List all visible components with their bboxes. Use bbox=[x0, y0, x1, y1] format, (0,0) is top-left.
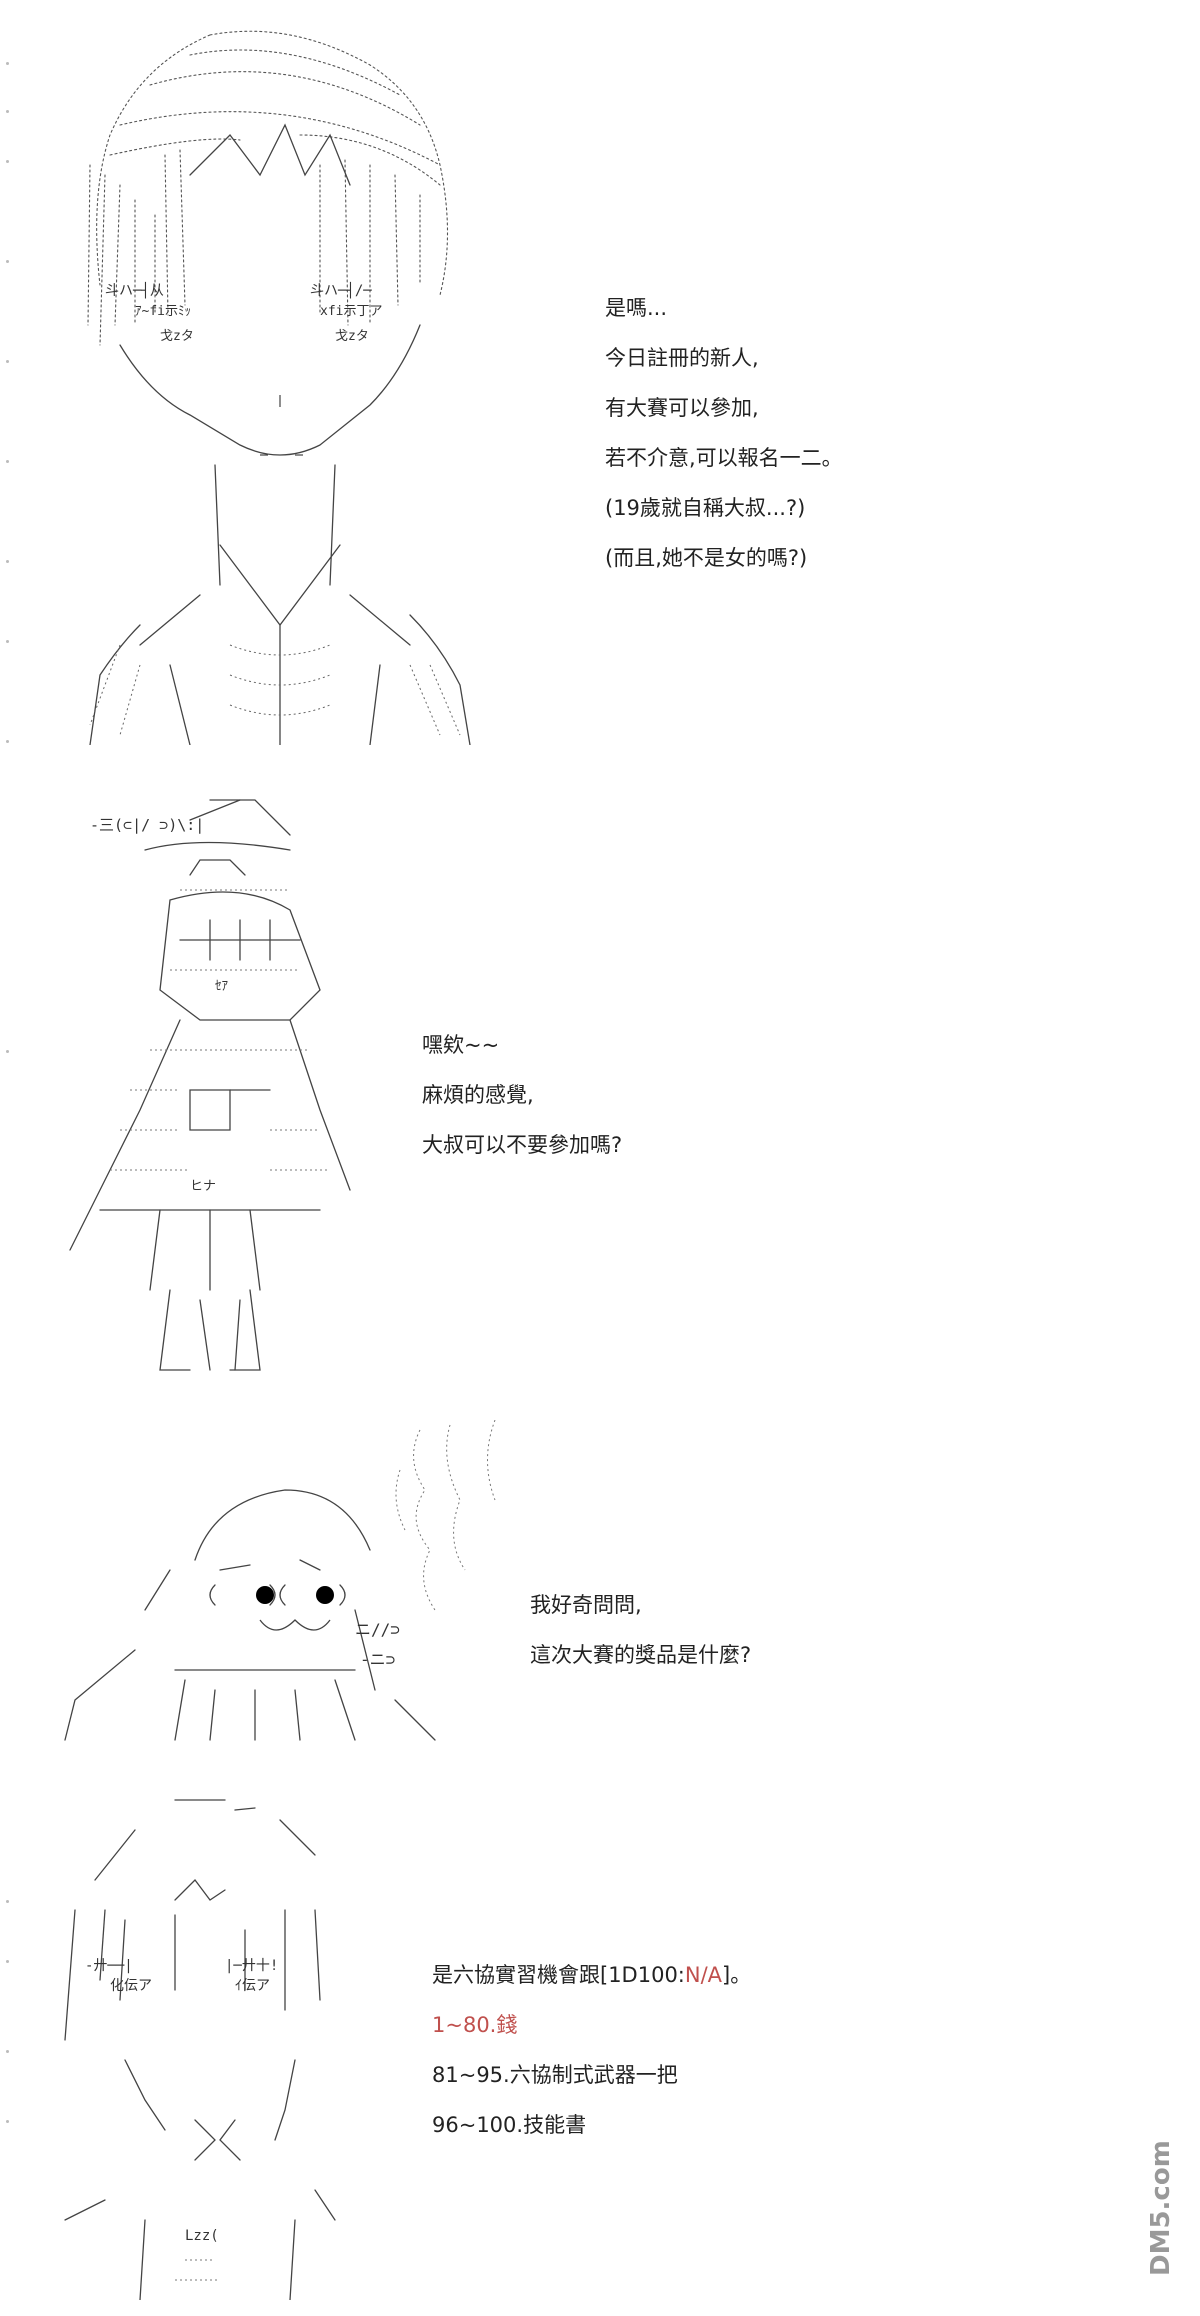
art-badge-label: ヒナ bbox=[190, 1179, 216, 1194]
left-eye bbox=[256, 1586, 274, 1604]
dialogue-line: 是嗎... bbox=[605, 296, 668, 320]
site-watermark: DM5.com bbox=[1136, 2086, 1196, 2286]
art-eye-left-label: -廾──| bbox=[85, 1958, 133, 1974]
art-lzz-label: Lzz( bbox=[185, 2228, 219, 2244]
margin-dot bbox=[6, 260, 9, 263]
margin-dot bbox=[6, 1960, 9, 1963]
ascii-art-character-girl: 斗ハ─┤从 斗ハ─┤/─ ｱ~fi示ﾐｯ xfi示丁ア 戈zタ 戈zタ bbox=[80, 25, 500, 745]
roll-result-value: N/A bbox=[684, 1963, 723, 1987]
dialogue-line-1: 是六協實習機會跟[1D100:N/A]。 bbox=[432, 1950, 751, 2000]
reward-line-weapon: 81~95.六協制式武器一把 bbox=[432, 2063, 678, 2087]
margin-dot bbox=[6, 1050, 9, 1053]
margin-dot bbox=[6, 62, 9, 65]
reward-line-money: 1~80.錢 bbox=[432, 2013, 518, 2037]
art-mouth-right: 戈zタ bbox=[335, 329, 369, 344]
ascii-art-blob-smoking: ニ//⊃ -ニ⊃ bbox=[55, 1420, 525, 1750]
margin-dot bbox=[6, 1900, 9, 1903]
dialogue-line: 大叔可以不要參加嗎? bbox=[422, 1133, 623, 1157]
art-hat-label: -三(⊂|/ ⊃)\:| bbox=[90, 816, 204, 834]
panel-1: 斗ハ─┤从 斗ハ─┤/─ ｱ~fi示ﾐｯ xfi示丁ア 戈zタ 戈zタ 是嗎..… bbox=[0, 0, 1200, 760]
margin-dot bbox=[6, 2050, 9, 2053]
right-eye bbox=[316, 1586, 334, 1604]
margin-dot bbox=[6, 460, 9, 463]
left-margin-markers bbox=[6, 0, 10, 2316]
margin-dot bbox=[6, 640, 9, 643]
dialogue-line: 有大賽可以參加, bbox=[605, 396, 759, 420]
panel-4: -廾──| |─廾十! 化伝ア ｲ伝ア Lzz( 是六協實習機會跟[1D100:… bbox=[0, 1780, 1200, 2316]
art-cheek-left-label: 化伝ア bbox=[110, 1978, 152, 1994]
dialogue-line: 若不介意,可以報名一二。 bbox=[605, 446, 843, 470]
art-eye-label: ｾｱ bbox=[215, 979, 229, 994]
ascii-art-character-bob: -廾──| |─廾十! 化伝ア ｲ伝ア Lzz( bbox=[45, 1780, 365, 2300]
dialogue-line: 我好奇問問, bbox=[530, 1593, 642, 1617]
art-eye-right-detail: xfi示丁ア bbox=[320, 304, 382, 319]
art-eye-right-label: 斗ハ─┤/─ bbox=[310, 281, 372, 299]
panel-3: ニ//⊃ -ニ⊃ 我好奇問問, 這次大賽的獎品是什麼? bbox=[0, 1420, 1200, 1750]
dialogue-panel-2: 嘿欸~~ 麻煩的感覺, 大叔可以不要參加嗎? bbox=[422, 1020, 622, 1170]
dialogue-line: (19歲就自稱大叔...?) bbox=[605, 496, 806, 520]
panel-2: -三(⊂|/ ⊃)\:| ｾｱ ヒナ 嘿欸~~ 麻煩的感覺, 大叔可以不要參加嗎… bbox=[0, 780, 1200, 1400]
margin-dot bbox=[6, 2120, 9, 2123]
margin-dot bbox=[6, 160, 9, 163]
dialogue-line: 今日註冊的新人, bbox=[605, 346, 759, 370]
dialogue-panel-3: 我好奇問問, 這次大賽的獎品是什麼? bbox=[530, 1580, 751, 1680]
dialogue-panel-1: 是嗎... 今日註冊的新人, 有大賽可以參加, 若不介意,可以報名一二。 (19… bbox=[605, 283, 843, 583]
dialogue-line: 麻煩的感覺, bbox=[422, 1083, 534, 1107]
reward-line-skillbook: 96~100.技能書 bbox=[432, 2113, 587, 2137]
art-eye-left-label: 斗ハ─┤从 bbox=[105, 281, 164, 299]
margin-dot bbox=[6, 740, 9, 743]
margin-dot bbox=[6, 360, 9, 363]
art-eye-left-detail: ｱ~fi示ﾐｯ bbox=[135, 304, 191, 319]
art-hand-label-2: -ニ⊃ bbox=[360, 1650, 395, 1669]
dialogue-line: (而且,她不是女的嗎?) bbox=[605, 546, 808, 570]
margin-dot bbox=[6, 110, 9, 113]
dialogue-panel-4: 是六協實習機會跟[1D100:N/A]。 1~80.錢 81~95.六協制式武器… bbox=[432, 1950, 751, 2150]
art-eye-right-label: |─廾十! bbox=[225, 1958, 278, 1974]
ascii-art-character-capped: -三(⊂|/ ⊃)\:| ｾｱ ヒナ bbox=[40, 790, 360, 1380]
art-cheek-right-label: ｲ伝ア bbox=[235, 1978, 270, 1994]
roll-text-prefix: 是六協實習機會跟[1D100: bbox=[432, 1963, 685, 1987]
roll-text-suffix: ]。 bbox=[722, 1963, 752, 1987]
dialogue-line: 嘿欸~~ bbox=[422, 1033, 500, 1057]
art-hand-label: ニ//⊃ bbox=[355, 1620, 400, 1639]
margin-dot bbox=[6, 560, 9, 563]
watermark-text: DM5.com bbox=[1146, 2140, 1176, 2276]
art-mouth-left: 戈zタ bbox=[160, 329, 194, 344]
dialogue-line: 這次大賽的獎品是什麼? bbox=[530, 1643, 752, 1667]
